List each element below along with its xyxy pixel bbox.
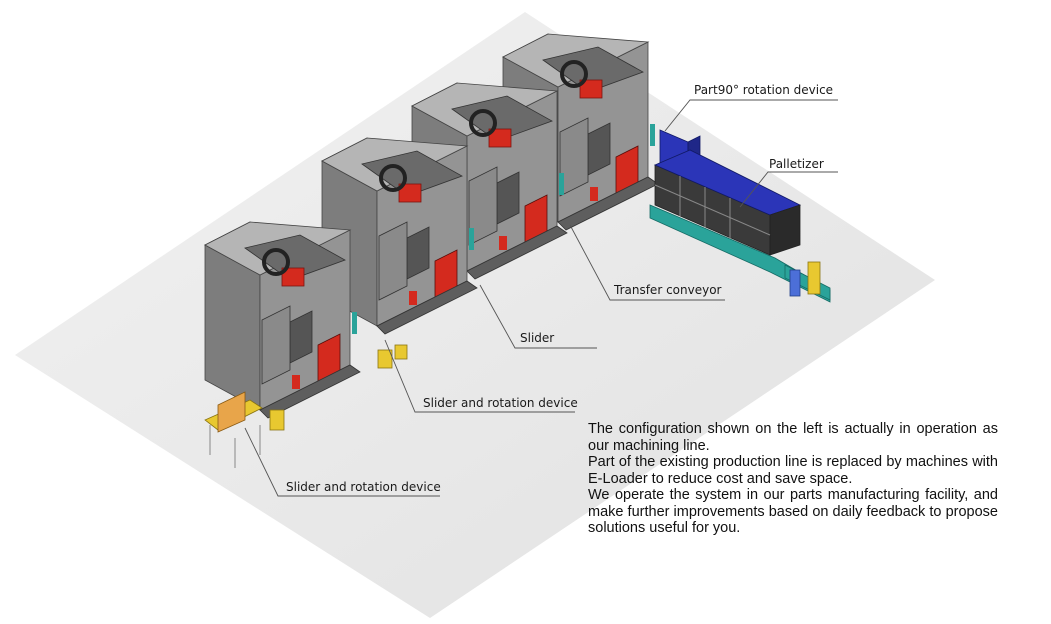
palletizer [649, 129, 831, 303]
slider-rotation-middle [377, 344, 408, 369]
label-slider-rotation-device-1: Slider and rotation device [423, 396, 578, 410]
callout-lines [244, 99, 838, 497]
slider-rotation-front [204, 391, 285, 468]
label-transfer-conveyor: Transfer conveyor [614, 283, 722, 297]
label-slider-rotation-device-2: Slider and rotation device [286, 480, 441, 494]
label-slider: Slider [520, 331, 555, 345]
description-line-3: We operate the system in our parts manuf… [588, 487, 998, 536]
description-line-1: The configuration shown on the left is a… [588, 421, 998, 454]
label-rotation-device: Part90° rotation device [694, 83, 834, 97]
description-text: The configuration shown on the left is a… [588, 421, 998, 537]
label-palletizer: Palletizer [769, 157, 824, 171]
description-line-2: Part of the existing production line is … [588, 454, 998, 487]
